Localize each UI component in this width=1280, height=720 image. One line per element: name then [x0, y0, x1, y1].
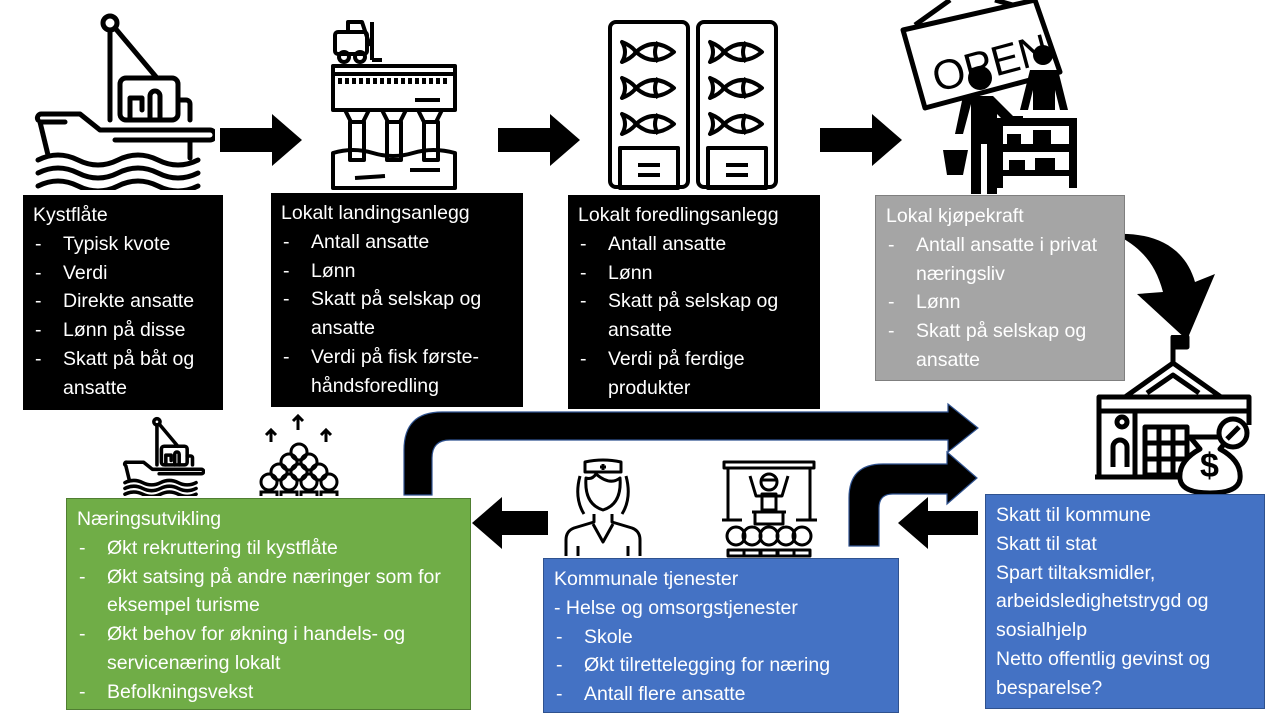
nurse-icon — [560, 458, 645, 558]
dollar-symbol: $ — [1200, 447, 1219, 485]
list-item: Skatt til stat — [996, 532, 1097, 555]
list-item: Lønn — [281, 257, 515, 286]
arrow-right-2 — [498, 114, 580, 166]
list-item: Økt rekruttering til kystflåte — [77, 534, 462, 563]
kjopekraft-title: Lokal kjøpekraft — [886, 205, 1024, 227]
kommunale-first-line: - Helse og omsorgstjenester — [554, 596, 798, 619]
list-item: Befolkningsvekst — [77, 678, 462, 707]
kommunale-box: Kommunale tjenester - Helse og omsorgstj… — [543, 558, 899, 713]
landingsanlegg-box: Lokalt landingsanlegg Antall ansatte Løn… — [271, 193, 523, 407]
list-item: Antall ansatte i privat næringsliv — [886, 231, 1116, 289]
list-item: Skole — [554, 623, 890, 652]
list-item: Økt satsing på andre næringer som for ek… — [77, 563, 462, 621]
list-item: Økt tilrettelegging for næring — [554, 651, 890, 680]
foredlingsanlegg-title: Lokalt foredlingsanlegg — [578, 204, 779, 226]
foredlingsanlegg-box: Lokalt foredlingsanlegg Antall ansatte L… — [568, 195, 820, 409]
list-item: Lønn — [886, 288, 1116, 317]
arrow-left-to-naering — [472, 497, 548, 549]
arrow-right-3 — [820, 114, 902, 166]
small-fishing-boat-icon — [120, 416, 205, 496]
list-item: Verdi på ferdige produkter — [578, 345, 812, 403]
town-hall-tax-icon: $ — [1095, 335, 1260, 495]
list-item: Antall ansatte — [281, 228, 515, 257]
list-item: Skatt på selskap og ansatte — [886, 317, 1116, 375]
kystflate-box: Kystflåte Typisk kvote Verdi Direkte ans… — [23, 195, 223, 410]
list-item: Skatt på selskap og ansatte — [281, 285, 515, 343]
list-item: Skatt til kommune — [996, 504, 1151, 526]
list-item: Antall ansatte — [578, 230, 812, 259]
arrow-left-to-kommunale — [898, 497, 978, 549]
fishing-boat-icon — [30, 10, 215, 190]
kommunale-title: Kommunale tjenester — [554, 568, 739, 590]
list-item: Lønn — [578, 259, 812, 288]
kystflate-title: Kystflåte — [33, 204, 108, 226]
naeringsutvikling-box: Næringsutvikling Økt rekruttering til ky… — [66, 498, 471, 710]
list-item: Verdi — [33, 259, 215, 288]
curved-arrow-down — [1115, 232, 1225, 342]
list-item: Lønn på disse — [33, 316, 215, 345]
list-item: Økt behov for økning i handels- og servi… — [77, 620, 462, 678]
list-item: Antall flere ansatte — [554, 680, 890, 709]
list-item: Direkte ansatte — [33, 287, 215, 316]
list-item: Skatt på selskap og ansatte — [578, 287, 812, 345]
list-item: Netto offentlig gevinst og besparelse? — [996, 647, 1211, 699]
bent-arrow-naering-to-town — [400, 400, 985, 500]
landing-facility-icon — [330, 20, 480, 190]
bent-arrow-kommunale-to-town — [847, 448, 985, 548]
list-item: Spart tiltaksmidler, arbeidsledighetstry… — [996, 561, 1209, 642]
list-item: Skatt på båt og ansatte — [33, 345, 215, 403]
landingsanlegg-title: Lokalt landingsanlegg — [281, 202, 470, 224]
naeringsutvikling-title: Næringsutvikling — [77, 508, 222, 530]
kjopekraft-box: Lokal kjøpekraft Antall ansatte i privat… — [875, 195, 1125, 381]
arrow-right-1 — [220, 114, 302, 166]
classroom-icon — [722, 460, 817, 560]
list-item: Typisk kvote — [33, 230, 215, 259]
list-item: Verdi på fisk første-håndsforedling — [281, 343, 515, 401]
open-shop-icon: OPEN — [895, 0, 1085, 195]
population-growth-icon — [255, 412, 345, 497]
fish-processing-icon — [608, 20, 778, 190]
skatt-box: Skatt til kommune Skatt til stat Spart t… — [985, 494, 1265, 709]
